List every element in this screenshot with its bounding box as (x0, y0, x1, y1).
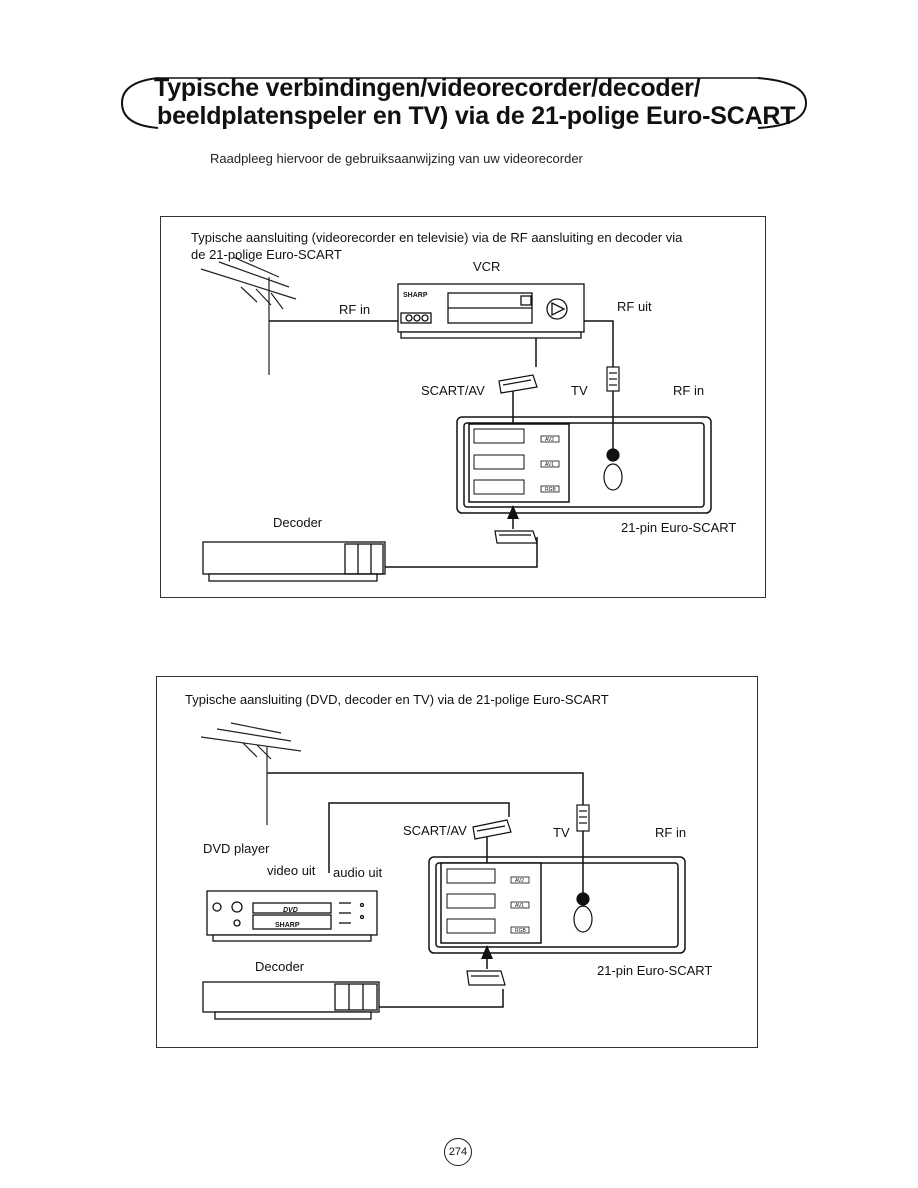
decoder-label: Decoder (273, 515, 323, 530)
rf-in-right-label: RF in (673, 383, 705, 398)
tv-socket-label-av2: AV2 (515, 878, 524, 884)
rf-in-label: RF in (655, 825, 687, 840)
rf-plug-icon (606, 366, 620, 392)
decoder-device-icon (202, 541, 386, 582)
subtitle: Raadpleeg hiervoor de gebruiksaanwijzing… (210, 151, 583, 166)
tv-socket-label-rgb: RGB (515, 928, 527, 934)
title-frame (118, 76, 810, 130)
rf-socket-icon (603, 448, 623, 491)
rf-plug-icon (576, 804, 590, 832)
scart-av-label: SCART/AV (421, 383, 485, 398)
vcr-device-icon (397, 283, 585, 339)
dvd-brand: SHARP (275, 922, 300, 929)
diagram-2-drawing: AV2 AV1 RGB DVD SHARP (200, 722, 686, 1020)
audio-uit-label: audio uit (333, 865, 383, 880)
video-uit-label: video uit (267, 863, 316, 878)
title-line-2: beeldplatenspeler en TV) via de 21-polig… (157, 102, 796, 130)
scart-plug-icon (498, 374, 538, 394)
scart-plug-icon-2 (494, 530, 538, 544)
vcr-brand: SHARP (403, 292, 428, 299)
dvd-player-label: DVD player (203, 841, 270, 856)
rf-socket-icon (573, 892, 593, 933)
tv-socket-label-av2: AV2 (545, 437, 554, 443)
antenna-icon (200, 722, 302, 825)
tv-label: TV (571, 383, 588, 398)
scart-plug-icon (472, 819, 512, 840)
scart-av-label: SCART/AV (403, 823, 467, 838)
tv-socket-label-av1: AV1 (515, 903, 524, 909)
rf-uit-label: RF uit (617, 299, 652, 314)
decoder-device-icon (202, 981, 380, 1020)
diagram-2-panel: Typische aansluiting (DVD, decoder en TV… (156, 676, 758, 1048)
euro-scart-label: 21-pin Euro-SCART (597, 963, 713, 978)
scart-sockets-icon (473, 428, 525, 495)
euro-scart-label: 21-pin Euro-SCART (621, 520, 737, 535)
dvd-logo: DVD (283, 907, 298, 914)
vcr-label: VCR (473, 259, 501, 274)
diagram-1-drawing: SHARP AV2 (200, 256, 712, 582)
diagram-1-panel: Typische aansluiting (videorecorder en t… (160, 216, 766, 598)
title-line-1: Typische verbindingen/videorecorder/deco… (154, 74, 701, 102)
tv-socket-label-av1: AV1 (545, 462, 554, 468)
rf-in-left-label: RF in (339, 302, 371, 317)
title-bracket (120, 77, 808, 129)
page-number: 274 (444, 1138, 472, 1166)
dvd-player-device-icon (206, 890, 378, 942)
decoder-label: Decoder (255, 959, 305, 974)
antenna-icon (200, 256, 297, 375)
tv-socket-label-rgb: RGB (545, 487, 557, 493)
scart-plug-icon-2 (466, 970, 506, 986)
tv-label: TV (553, 825, 570, 840)
diagram-2-caption: Typische aansluiting (DVD, decoder en TV… (185, 692, 609, 707)
scart-sockets-icon (446, 868, 496, 934)
diagram-1-caption: Typische aansluiting (videorecorder en t… (191, 230, 683, 262)
